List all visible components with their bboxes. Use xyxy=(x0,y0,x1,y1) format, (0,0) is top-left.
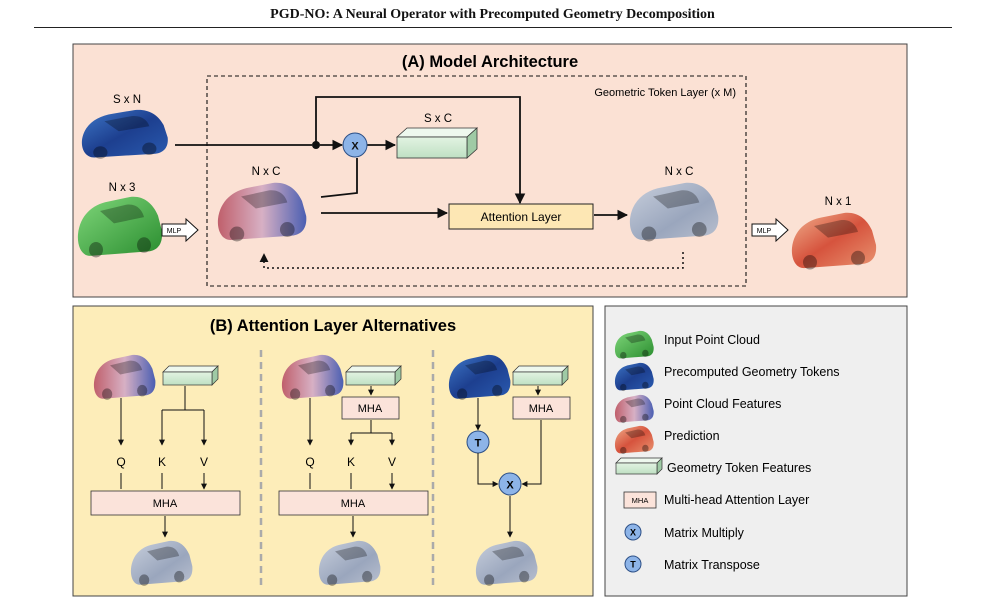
alt3-transpose-label: T xyxy=(475,438,482,450)
dim-s-by-c: S x C xyxy=(424,113,452,125)
dim-n-by-3: N x 3 xyxy=(109,182,136,194)
legend-item-input-point-cloud: Input Point Cloud xyxy=(664,333,760,347)
alt2-v-label: V xyxy=(388,455,396,469)
alt2-mha-label: MHA xyxy=(341,498,366,510)
panel-a-title: (A) Model Architecture xyxy=(402,53,578,71)
mlp-out-arrow: MLP xyxy=(751,217,789,243)
alt1: Q K V MHA xyxy=(90,354,241,586)
mha-box-icon: MHA xyxy=(623,491,657,509)
alt2-q-label: Q xyxy=(305,455,314,469)
alt3-mha-label: MHA xyxy=(529,403,554,415)
dim-n-by-1: N x 1 xyxy=(825,196,852,208)
multiply-circle-icon: X xyxy=(624,523,642,541)
svg-text:T: T xyxy=(630,560,636,570)
alt2-mha-top-label: MHA xyxy=(358,403,383,415)
svg-text:MLP: MLP xyxy=(167,228,182,235)
header-divider xyxy=(34,27,952,28)
svg-text:X: X xyxy=(630,528,636,538)
legend-item-mha: Multi-head Attention Layer xyxy=(664,493,809,507)
alt2: MHA Q K V MHA xyxy=(278,354,429,586)
legend-item-token-features: Geometry Token Features xyxy=(667,461,811,475)
alt3-multiply-circle xyxy=(498,472,522,496)
attention-layer-box: Attention Layer xyxy=(448,203,594,230)
mlp-in-arrow: MLP xyxy=(161,217,199,243)
alt1-token-box xyxy=(162,365,219,386)
panel-a-background xyxy=(72,43,908,298)
multiply-circle: X xyxy=(342,132,368,158)
legend-item-matrix-transpose: Matrix Transpose xyxy=(664,558,760,572)
geometry-token-features-box xyxy=(395,127,479,159)
geometric-token-layer-frame xyxy=(206,75,747,287)
transpose-circle-icon: T xyxy=(624,555,642,573)
legend-item-point-cloud-features: Point Cloud Features xyxy=(664,397,781,411)
legend-item-matrix-multiply: Matrix Multiply xyxy=(664,526,745,540)
alt1-mha-label: MHA xyxy=(153,498,178,510)
alt3-multiply-label: X xyxy=(506,480,514,492)
alt2-k-label: K xyxy=(347,455,355,469)
legend-panel xyxy=(604,305,908,597)
dim-n-by-c-out: N x C xyxy=(665,166,694,178)
alt3-mha-box xyxy=(512,396,571,420)
svg-text:Attention Layer: Attention Layer xyxy=(481,210,562,224)
alt1-q-label: Q xyxy=(116,455,125,469)
alt3: MHA T X xyxy=(448,354,571,586)
legend-item-prediction: Prediction xyxy=(664,429,720,443)
alt2-mha-box xyxy=(278,490,429,516)
svg-text:X: X xyxy=(351,141,359,153)
loop-label: Geometric Token Layer (x M) xyxy=(594,87,736,99)
alt2-mha-top-box xyxy=(341,396,400,420)
alt1-k-label: K xyxy=(158,455,166,469)
svg-text:MHA: MHA xyxy=(632,496,649,505)
svg-text:MLP: MLP xyxy=(757,228,772,235)
dim-s-by-n: S x N xyxy=(113,94,141,106)
alt3-token-box xyxy=(512,365,569,386)
alt2-token-box xyxy=(345,365,402,386)
alt1-v-label: V xyxy=(200,455,208,469)
alt1-mha-box xyxy=(90,490,241,516)
panel-b-title: (B) Attention Layer Alternatives xyxy=(210,317,456,335)
token-box-icon xyxy=(615,457,663,475)
dim-n-by-c-in: N x C xyxy=(252,166,281,178)
page-title: PGD-NO: A Neural Operator with Precomput… xyxy=(270,7,715,22)
legend-item-geometry-tokens: Precomputed Geometry Tokens xyxy=(664,365,840,379)
